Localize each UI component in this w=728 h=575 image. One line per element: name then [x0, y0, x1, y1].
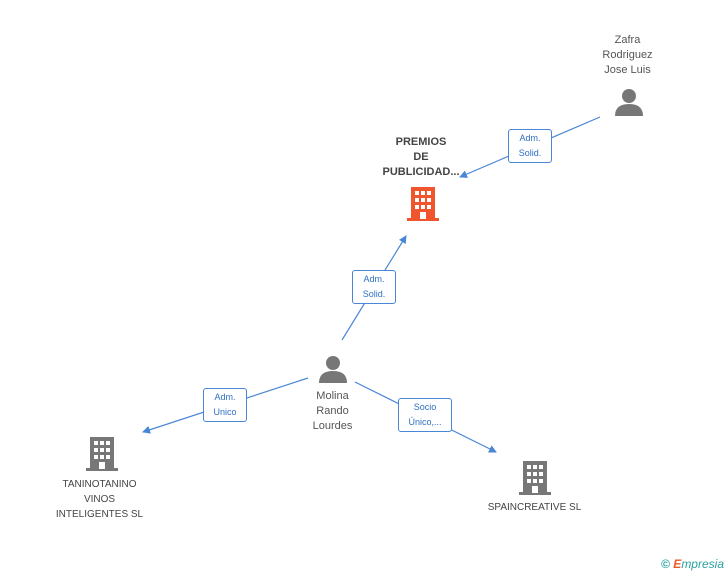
- node-label-taninotanino: TANINOTANINO VINOS INTELIGENTES SL: [55, 479, 144, 520]
- edge-label-line2: Unico: [213, 407, 237, 417]
- node-molina-rando[interactable]: Molina Rando Lourdes: [290, 389, 375, 434]
- node-premios-de-publicidad[interactable]: PREMIOS DE PUBLICIDAD...: [366, 135, 476, 180]
- node-taninotanino[interactable]: TANINOTANINO VINOS INTELIGENTES SL: [42, 477, 157, 522]
- edge-label-line2: Único,...: [408, 417, 442, 427]
- brand-initial: E: [673, 557, 682, 571]
- edge-label-line2: Solid.: [518, 148, 542, 158]
- edge-label-molina-spain[interactable]: Socio Único,...: [398, 398, 452, 432]
- building-icon: [407, 187, 439, 221]
- empresia-footer[interactable]: © Empresia: [661, 557, 724, 571]
- person-icon: [319, 356, 347, 383]
- node-label-spaincreative: SPAINCREATIVE SL: [487, 502, 582, 513]
- brand-name: mpresia: [681, 557, 724, 571]
- node-label-premios: PREMIOS DE PUBLICIDAD...: [382, 136, 460, 178]
- building-icon: [86, 437, 118, 471]
- node-label-zafra: Zafra Rodriguez Jose Luis: [602, 34, 653, 76]
- node-label-molina: Molina Rando Lourdes: [312, 390, 353, 432]
- node-spaincreative[interactable]: SPAINCREATIVE SL: [472, 500, 597, 515]
- edge-label-molina-tanino[interactable]: Adm. Unico: [203, 388, 247, 422]
- edge-label-line1: Socio: [413, 402, 437, 412]
- node-zafra-rodriguez[interactable]: Zafra Rodriguez Jose Luis: [585, 33, 670, 78]
- copyright-icon: ©: [661, 557, 670, 571]
- edge-label-zafra-focus[interactable]: Adm. Solid.: [508, 129, 552, 163]
- edge-label-line1: Adm.: [363, 274, 385, 284]
- edge-label-molina-focus[interactable]: Adm. Solid.: [352, 270, 396, 304]
- person-icon: [615, 89, 643, 116]
- edge-label-line1: Adm.: [519, 133, 541, 143]
- building-icon: [519, 461, 551, 495]
- edge-label-line2: Solid.: [362, 289, 386, 299]
- edge-label-line1: Adm.: [214, 392, 236, 402]
